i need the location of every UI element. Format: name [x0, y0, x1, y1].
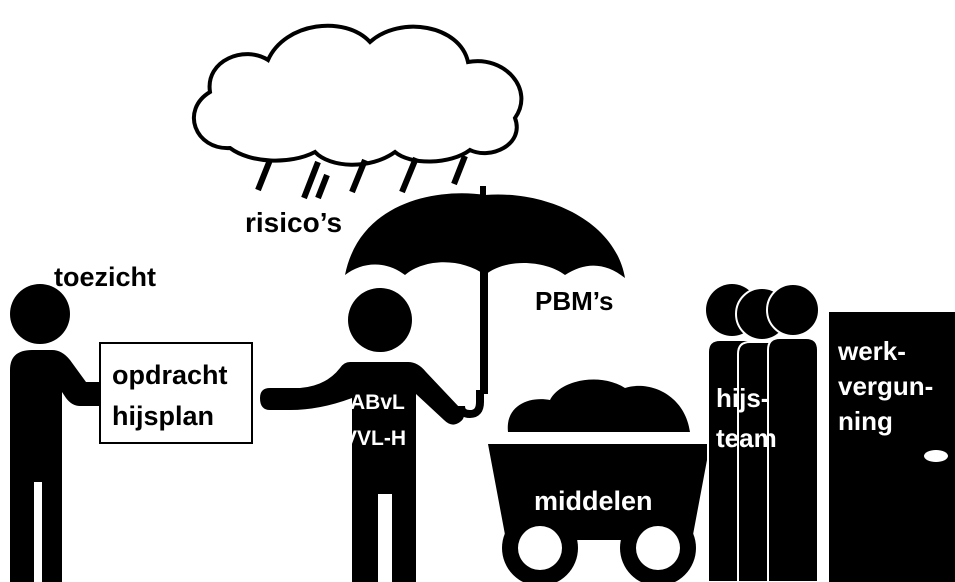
- supervisor-figure-icon: [10, 284, 122, 582]
- assignment-label-line1: opdracht: [112, 360, 228, 390]
- work-permit-door-icon: [829, 312, 955, 582]
- team-label-line2: team: [716, 423, 777, 453]
- mine-cart-icon: [488, 379, 710, 582]
- person-label-line1: ABvL: [350, 391, 405, 414]
- risks-label: risico’s: [245, 207, 342, 238]
- supervision-label: toezicht: [54, 262, 156, 292]
- permit-label-line1: werk-: [837, 336, 906, 366]
- hoist-plan-document: [99, 342, 253, 444]
- means-label: middelen: [534, 486, 653, 516]
- permit-label-line3: ning: [838, 406, 893, 436]
- rain-cloud-icon: [191, 23, 524, 200]
- permit-label-line2: vergun-: [838, 371, 933, 401]
- team-label-line1: hijs-: [716, 383, 769, 413]
- lifting-supervisor-figure-icon: [260, 288, 464, 582]
- assignment-label-line2: hijsplan: [112, 401, 214, 431]
- person-label-line2: VVL-H: [343, 427, 406, 450]
- hoisting-team-icon: [706, 283, 820, 582]
- ppe-label: PBM’s: [535, 286, 614, 316]
- umbrella-icon: [345, 186, 625, 419]
